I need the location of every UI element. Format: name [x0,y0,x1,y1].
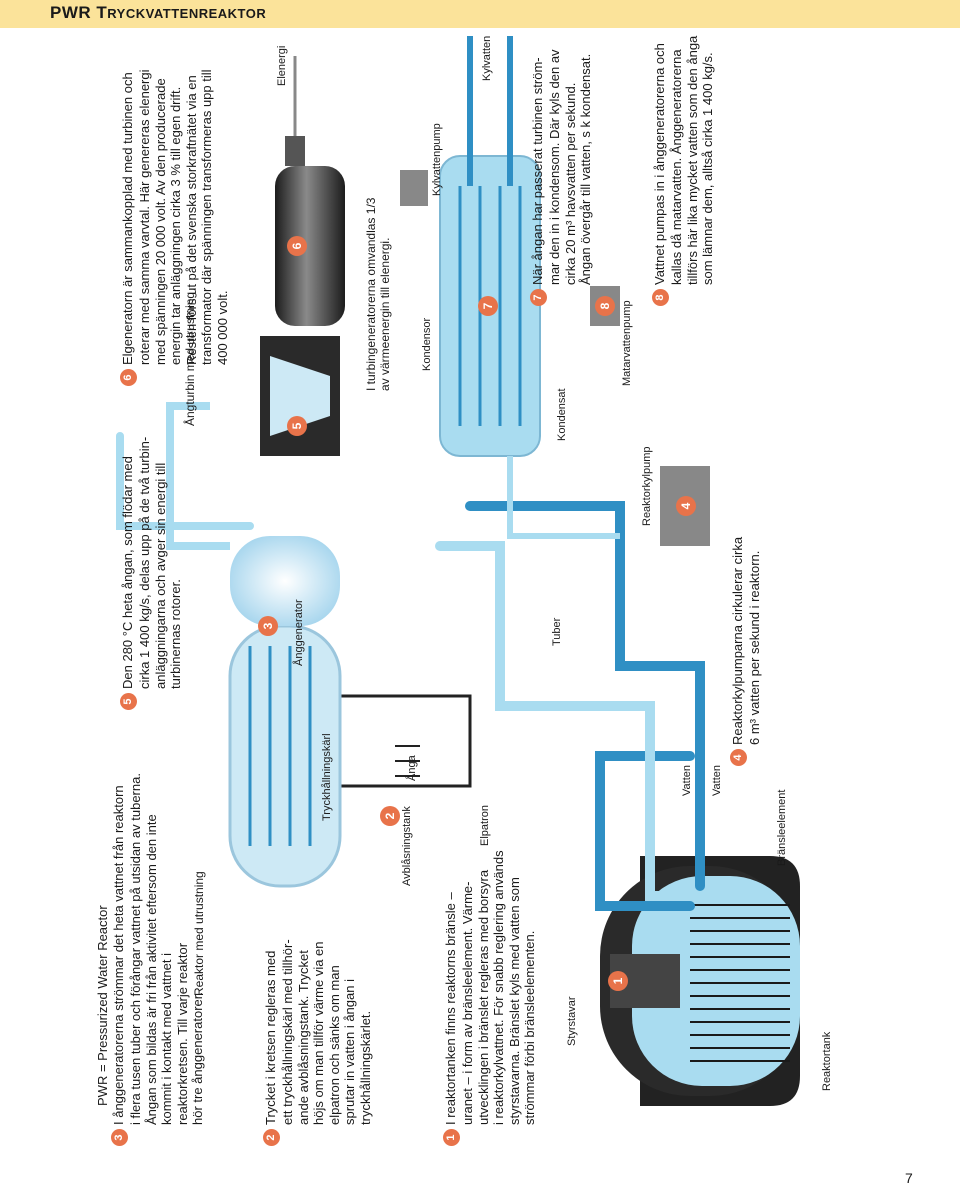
diagram-number-7: 7 [481,302,495,309]
badge-4: 4 [730,749,748,766]
diagram-number-3: 3 [261,622,275,629]
label-kylvatten: Kylvatten [481,36,493,81]
label-anga: Ånga [405,754,418,781]
diagram-number-8: 8 [598,302,612,309]
diagram-number-1: 1 [611,977,625,984]
label-kondensor: Kondensor [421,317,433,371]
badge-8: 8 [652,289,670,306]
badge-5: 5 [120,693,138,710]
text-block-7: 7När ångan har passerat turbinen ström- … [530,49,594,306]
text-block-8: 8Vattnet pumpas in i ånggeneratorerna oc… [652,36,716,306]
steam-line [166,402,230,550]
reactor-coolant-pump: 4 [660,466,710,546]
label-kondensat: Kondensat [556,388,568,441]
condenser: 7 [439,36,541,457]
turbine: 5 [260,336,340,456]
label-anggenerator: Ånggenerator [292,599,305,666]
turbine-note: I turbingeneratorerna omvandlas 1/3 av v… [364,197,392,391]
badge-1: 1 [443,1129,461,1146]
reactor-vessel: 1 [600,856,800,1106]
primary-piping [116,432,705,911]
text-block-5: 5Den 280 °C heta ångan, som flödar med c… [120,437,184,710]
label-elpatron: Elpatron [479,805,491,846]
caption-reaktor-utrustning: Reaktor med utrustning [192,871,206,996]
feedwater-piping [507,456,620,539]
diagram-number-2: 2 [383,812,397,819]
page-title: PWR TRYCKVATTENREAKTOR [50,3,267,22]
label-vatten-a: Vatten [681,765,693,796]
intro-text: PWR = Pressurized Water Reactor [95,905,110,1106]
label-reaktortank: Reaktortank [821,1031,833,1091]
label-reaktorkylpump: Reaktorkylpump [641,447,653,526]
text-block-6: 6Elgeneratorn är sammankopplad med turbi… [120,69,231,386]
label-matarvattenpump: Matarvattenpump [621,300,633,386]
badge-7: 7 [530,289,548,306]
label-vatten-b: Vatten [711,765,723,796]
text-block-1: 1I reaktortanken finns reaktorns bränsle… [443,850,538,1146]
text-block-4: 4Reaktorkylpumparna cirkulerar cirka 6 m… [730,537,763,766]
label-styrstavar: Styrstavar [566,996,578,1046]
diagram-number-5: 5 [290,422,304,429]
badge-3: 3 [111,1129,129,1146]
label-tuber: Tuber [551,617,563,646]
label-kylvattenpump: Kylvattenpump [431,123,443,196]
diagram-number-6: 6 [290,242,304,249]
badge-6: 6 [120,369,138,386]
label-avblasningstank: Avblåsningstank [401,806,413,886]
label-tryckhallningskarl: Tryckhållningskärl [321,733,333,821]
label-bransleelement: Bränsleelement [776,790,788,866]
badge-2: 2 [263,1129,281,1146]
page-number: 7 [905,1170,913,1186]
diagram-number-4: 4 [679,502,693,509]
feedwater-pump: 8 [590,286,620,326]
cooling-water-pump [400,170,428,206]
generator: 6 [275,56,345,326]
label-elenergi: Elenergi [276,46,288,86]
header-bar: PWR TRYCKVATTENREAKTOR [0,0,960,28]
steam-generator: 3 [228,536,342,888]
text-block-2: 2Trycket i kretsen regleras med ett tryc… [263,939,374,1146]
